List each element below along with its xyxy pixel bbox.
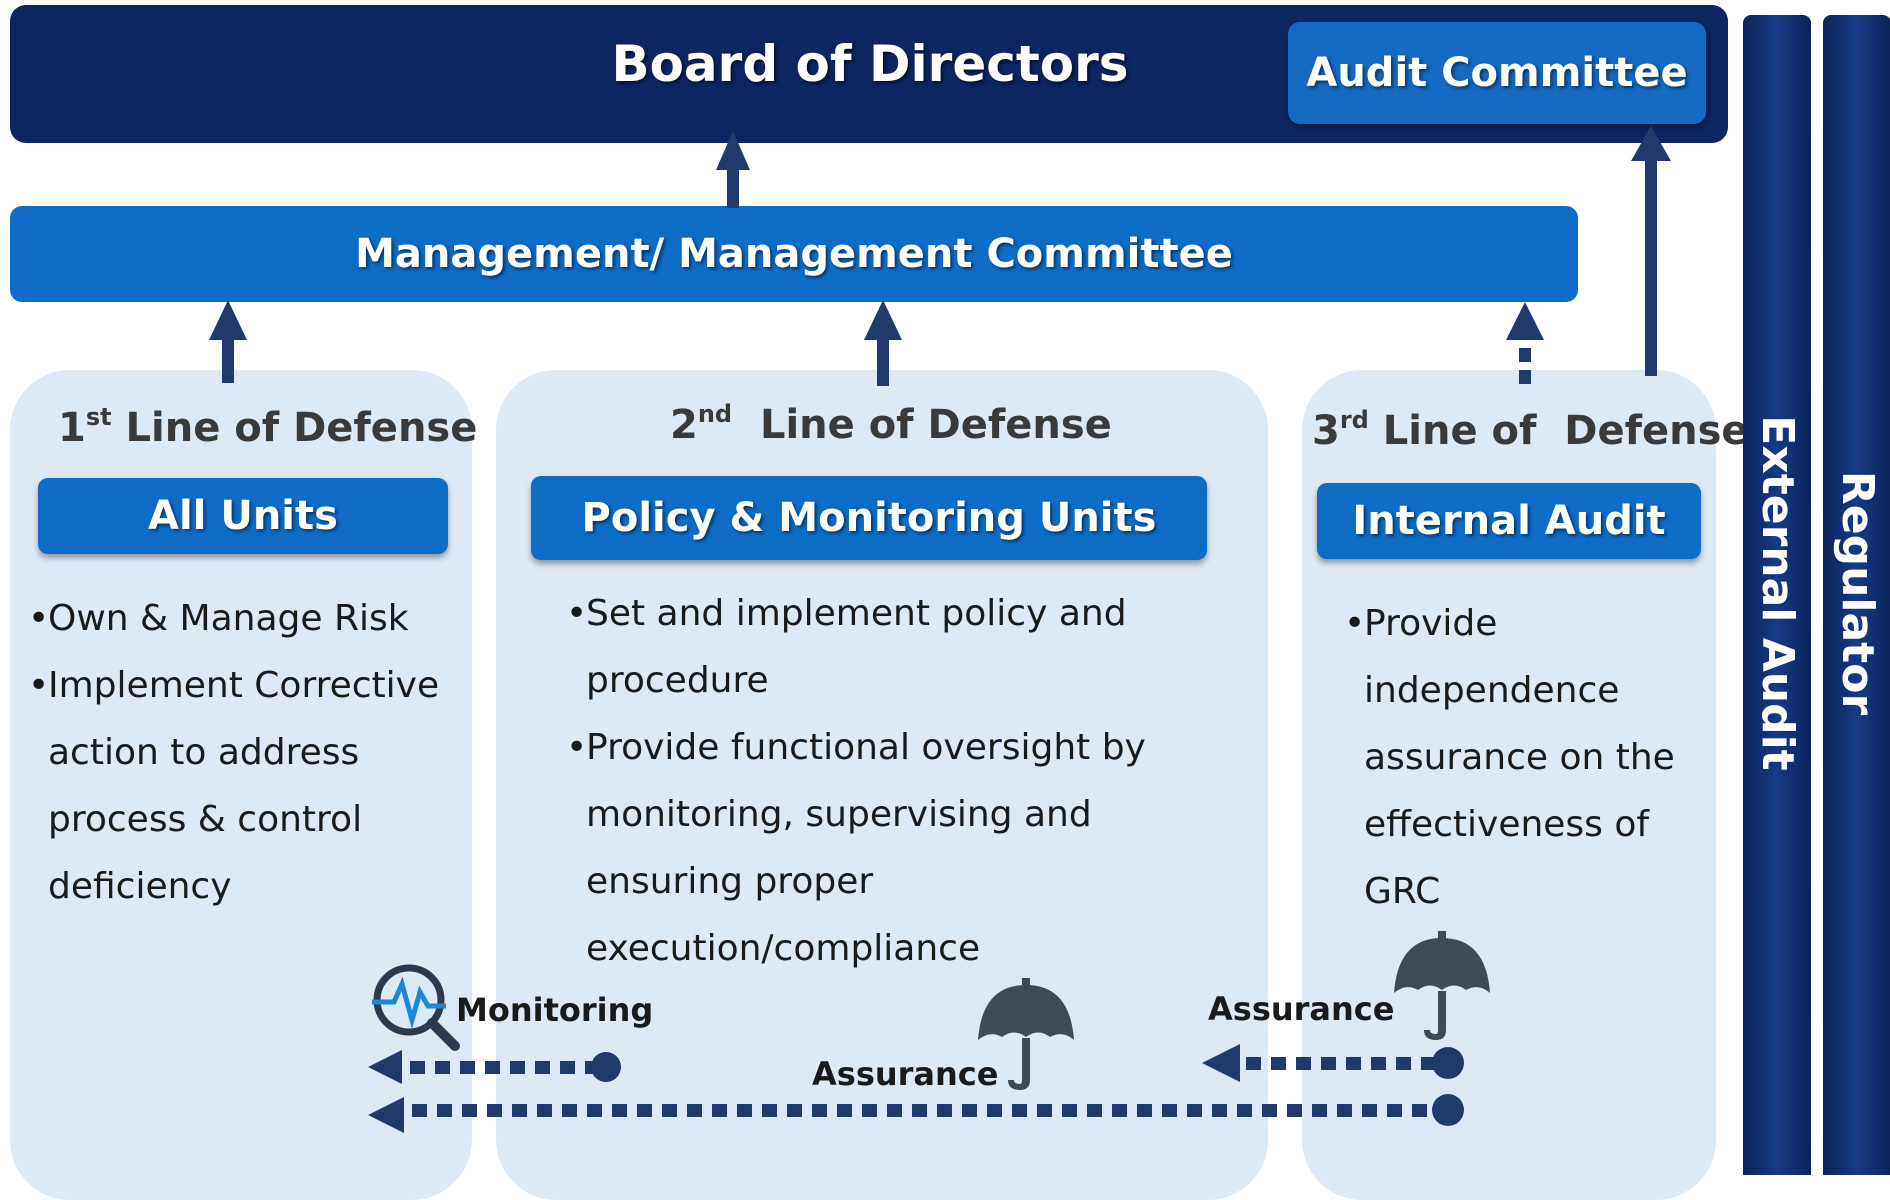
external-audit-bar [1743,15,1811,1175]
arrow-dash [837,1104,852,1117]
arrow-dash [912,1104,927,1117]
arrow-dash [1162,1104,1177,1117]
monitoring-label: Monitoring [456,991,654,1029]
arrow-dash [1062,1104,1077,1117]
arrow-dash [437,1104,452,1117]
monitoring-arrow-head [368,1050,402,1084]
arrow-shaft [727,168,739,208]
arrow-dash [737,1104,752,1117]
all-units-box: All Units [38,478,448,554]
arrow-head [1506,302,1544,340]
monitoring-source-dot [591,1052,621,1082]
arrow-dash [587,1104,602,1117]
arrow-dash [1337,1104,1352,1117]
arrow-dash [887,1104,902,1117]
policy-monitoring-units-box: Policy & Monitoring Units [531,476,1207,560]
monitoring-magnifier-icon [372,964,460,1051]
list-item: Own & Manage Risk [28,585,468,652]
assurance-long-source-dot [1432,1094,1464,1126]
first-line-title: 1st Line of Defense [58,403,478,451]
arrow-dash [987,1104,1002,1117]
regulator-bar [1823,15,1890,1175]
list-item: Implement Corrective action to address p… [28,652,468,920]
arrow-dash [762,1104,777,1117]
arrow-shaft [1645,158,1657,376]
arrow-dash [1112,1104,1127,1117]
arrow-dash [712,1104,727,1117]
arrow-dash [1212,1104,1227,1117]
arrow-head [716,131,750,170]
list-item: Set and implement policy and procedure [566,580,1166,714]
internal-audit-box: Internal Audit [1317,483,1701,559]
arrow-dash [812,1104,827,1117]
arrow-dash [1312,1104,1327,1117]
assurance-long-label: Assurance [812,1055,999,1093]
arrow-dash [1362,1104,1377,1117]
arrow-dash [412,1104,427,1117]
arrow-dash [1137,1104,1152,1117]
arrow-dash [462,1104,477,1117]
second-line-title: 2nd Line of Defense [670,400,1112,448]
arrow-dash [512,1104,527,1117]
arrow-dash [612,1104,627,1117]
list-item: Provide independence assurance on the ef… [1344,590,1704,925]
list-item: Provide functional oversight by monitori… [566,714,1166,982]
management-committee-box: Management/ Management Committee [10,206,1578,302]
arrow-dash [662,1104,677,1117]
arrow-head [864,300,902,340]
arrow-dash [1412,1104,1427,1117]
arrow-dash [1287,1104,1302,1117]
arrow-dash [687,1104,702,1117]
umbrella-icon [1394,931,1490,1040]
arrow-dash [937,1104,952,1117]
arrow-dash [1037,1104,1052,1117]
arrow-dash [1237,1104,1252,1117]
umbrella-icon [978,978,1074,1090]
board-title: Board of Directors [611,35,1129,93]
arrow-dash [1187,1104,1202,1117]
arrow-dash [1387,1104,1402,1117]
arrow-shaft [877,338,889,386]
arrow-dash [962,1104,977,1117]
assurance-short-arrow-head [1202,1044,1240,1082]
arrow-dash [1262,1104,1277,1117]
assurance-short-source-dot [1432,1047,1464,1079]
arrow-head [1631,126,1671,161]
arrow-dash [1519,370,1531,384]
assurance-long-arrow [368,1094,1464,1133]
arrow-dash [1087,1104,1102,1117]
third-line-title: 3rd Line of Defense [1312,406,1749,454]
arrow-shaft [222,338,234,383]
arrow-dash [487,1104,502,1117]
arrow-dash [537,1104,552,1117]
arrow-dash [637,1104,652,1117]
second-line-bullets: Set and implement policy and procedure P… [566,580,1166,982]
third-line-bullets: Provide independence assurance on the ef… [1344,590,1704,925]
assurance-short-label: Assurance [1208,990,1395,1028]
arrow-dash [787,1104,802,1117]
arrow-dash [1519,348,1531,362]
arrow-dash [1012,1104,1027,1117]
arrow-dash [562,1104,577,1117]
first-line-bullets: Own & Manage Risk Implement Corrective a… [28,585,468,920]
audit-committee-box: Audit Committee [1288,22,1706,124]
arrow-dash [862,1104,877,1117]
arrow-head [209,300,247,340]
connector-arrows [209,126,1671,1133]
